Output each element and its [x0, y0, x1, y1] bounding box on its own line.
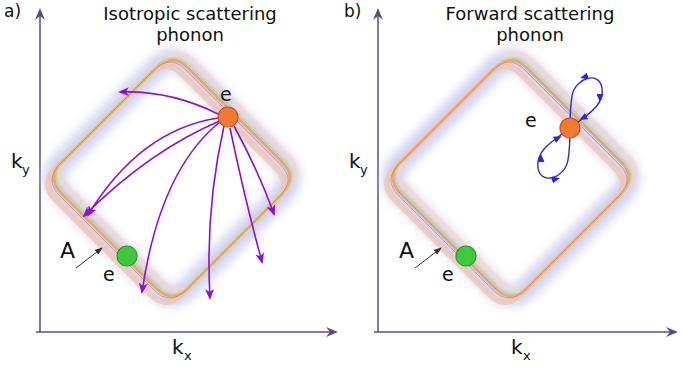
- panel-title: Forward scattering phonon: [430, 4, 630, 45]
- axis-label: k: [172, 336, 184, 359]
- axis-subscript: x: [184, 349, 192, 364]
- panel-letter: b): [344, 2, 361, 22]
- axis-subscript: x: [523, 349, 531, 364]
- electron-label: e: [220, 85, 232, 104]
- axis-label: k: [511, 336, 523, 359]
- electron-circle: e: [559, 117, 581, 139]
- axis-subscript: y: [22, 163, 30, 178]
- electron-shape: [559, 117, 581, 139]
- electron-circle: e: [217, 106, 239, 128]
- panel-letter: a): [4, 2, 21, 22]
- axis-label: k: [349, 150, 361, 173]
- electron-circle: e: [455, 245, 477, 267]
- vector-label: A: [399, 238, 414, 263]
- vector-label: A: [60, 238, 75, 263]
- panel-title: Isotropic scattering phonon: [85, 4, 295, 45]
- axis-label: k: [11, 150, 23, 173]
- electron-shape: [116, 245, 138, 267]
- electron-circle: e: [116, 245, 138, 267]
- axis-subscript: y: [360, 163, 368, 178]
- electron-label: e: [525, 111, 537, 130]
- electron-shape: [455, 245, 477, 267]
- electron-shape: [217, 106, 239, 128]
- electron-label: e: [103, 265, 115, 284]
- electron-label: e: [442, 265, 454, 284]
